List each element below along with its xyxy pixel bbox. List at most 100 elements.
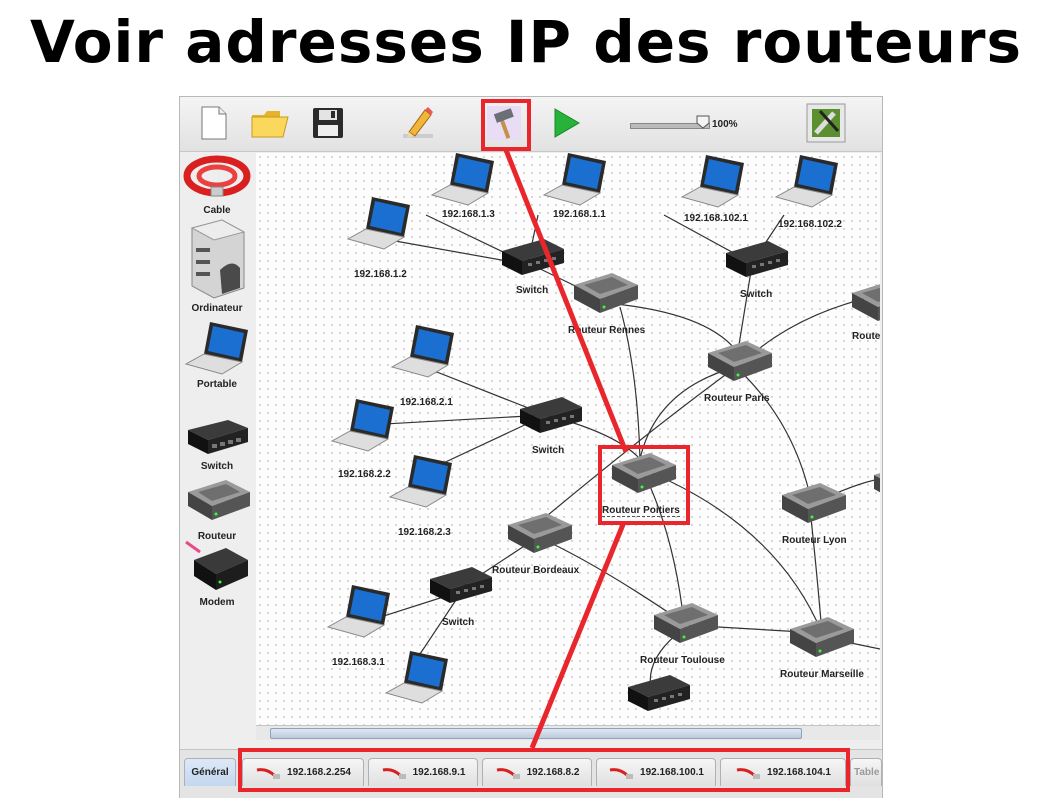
laptop-icon[interactable] (389, 454, 453, 508)
tab-interface[interactable]: 192.168.2.254 (242, 758, 364, 786)
palette-item-switch[interactable]: Switch (180, 414, 254, 472)
palette-label: Portable (196, 379, 237, 390)
network-simulator-window: 100% Cable Ordinateur Portable Switch Ro… (179, 96, 883, 798)
cable-icon (183, 155, 251, 197)
laptop-icon[interactable] (543, 153, 607, 206)
tab-interface[interactable]: 192.168.104.1 (720, 758, 846, 786)
palette-item-computer[interactable]: Ordinateur (180, 218, 254, 314)
router-icon[interactable] (852, 281, 880, 321)
switch-icon[interactable] (502, 239, 564, 275)
save-button[interactable] (308, 103, 348, 143)
laptop-icon[interactable] (331, 398, 395, 452)
router-icon[interactable] (654, 603, 718, 643)
palette-label: Modem (199, 597, 235, 608)
tab-label: 192.168.9.1 (412, 767, 466, 778)
laptop-ip-label: 192.168.2.3 (398, 527, 451, 538)
modem-icon (185, 540, 248, 590)
switch-icon[interactable] (430, 567, 492, 603)
zoom-level: 100% (712, 119, 738, 130)
router-icon[interactable] (874, 463, 880, 503)
switch-icon[interactable] (520, 397, 582, 433)
pencil-icon (403, 107, 433, 138)
cable-icon (382, 767, 406, 779)
cable-icon (256, 767, 281, 779)
properties-tabs: Général 192.168.2.254 192.168.9.1 192.16… (180, 748, 882, 798)
run-simulation-button[interactable] (546, 103, 586, 143)
wrench-screwdriver-icon (806, 103, 846, 143)
laptop-ip-label: 192.168.2.1 (400, 397, 453, 408)
palette-label: Switch (200, 461, 234, 472)
laptop-icon[interactable] (385, 650, 449, 704)
switch-label: Switch (442, 617, 475, 628)
palette-item-modem[interactable]: Modem (180, 538, 254, 608)
tab-interface[interactable]: 192.168.8.2 (482, 758, 592, 786)
hammer-icon (487, 106, 521, 140)
router-label: Routeur Paris (704, 393, 770, 404)
router-label: Route (852, 331, 880, 342)
router-label: Routeur Poitiers (602, 505, 680, 517)
open-folder-button[interactable] (250, 103, 290, 143)
palette-label: Routeur (197, 531, 237, 542)
tab-interface[interactable]: 192.168.100.1 (596, 758, 716, 786)
network-devices (327, 153, 880, 711)
tab-label: 192.168.2.254 (287, 767, 351, 778)
tab-interface[interactable]: 192.168.9.1 (368, 758, 478, 786)
router-icon[interactable] (782, 483, 846, 523)
tab-label: Table (854, 767, 880, 778)
tab-label: 192.168.8.2 (526, 767, 580, 778)
laptop-icon[interactable] (327, 584, 391, 638)
switch-icon[interactable] (726, 241, 788, 277)
switch-label: Switch (532, 445, 565, 456)
switch-label: Switch (516, 285, 549, 296)
router-label: Routeur Lyon (782, 535, 847, 546)
router-icon[interactable] (708, 341, 772, 381)
laptop-ip-label: 192.168.3.1 (332, 657, 385, 668)
router-icon[interactable] (790, 617, 854, 657)
tab-table[interactable]: Table (850, 758, 882, 786)
laptop-ip-label: 192.168.1.1 (553, 209, 606, 220)
edit-button[interactable] (398, 103, 438, 143)
scrollbar-thumb[interactable] (270, 728, 802, 739)
laptop-ip-label: 192.168.1.2 (354, 269, 407, 280)
horizontal-scrollbar[interactable] (256, 725, 880, 740)
palette-label: Ordinateur (191, 303, 243, 314)
cable-icon (736, 767, 761, 779)
laptop-icon[interactable] (431, 153, 495, 206)
palette-item-laptop[interactable]: Portable (180, 318, 254, 390)
router-icon[interactable] (574, 273, 638, 313)
folder-icon (251, 111, 289, 138)
router-label: Routeur Rennes (568, 325, 646, 336)
selected-router-highlight (598, 445, 690, 525)
tab-label: 192.168.100.1 (640, 767, 704, 778)
tab-label: 192.168.104.1 (767, 767, 831, 778)
build-mode-button[interactable] (484, 103, 524, 143)
network-canvas[interactable]: 192.168.1.3 192.168.1.1 192.168.102.1 19… (256, 153, 880, 725)
laptop-ip-label: 192.168.102.2 (778, 219, 842, 230)
component-palette: Cable Ordinateur Portable Switch Routeur… (180, 152, 254, 722)
router-label: Routeur Marseille (780, 669, 864, 680)
laptop-icon[interactable] (775, 154, 839, 208)
router-icon[interactable] (508, 513, 572, 553)
switch-icon (188, 420, 248, 454)
palette-item-router[interactable]: Routeur (180, 474, 254, 542)
switch-icon[interactable] (628, 675, 690, 711)
desktop-computer-icon (190, 219, 246, 299)
laptop-icon (184, 322, 248, 375)
switch-label: Switch (740, 289, 773, 300)
play-icon (554, 108, 580, 138)
laptop-icon[interactable] (347, 196, 411, 250)
new-file-button[interactable] (194, 103, 234, 143)
tab-general[interactable]: Général (184, 758, 236, 786)
cable-icon (609, 767, 634, 779)
palette-item-cable[interactable]: Cable (180, 154, 254, 216)
laptop-icon[interactable] (681, 154, 745, 208)
new-file-icon (201, 106, 227, 140)
ip-tabs-highlight (238, 748, 850, 792)
floppy-disk-icon (313, 108, 343, 138)
router-label: Routeur Toulouse (640, 655, 725, 666)
palette-label: Cable (203, 205, 231, 216)
zoom-slider[interactable] (630, 123, 710, 129)
tools-button[interactable] (806, 103, 846, 143)
zoom-slider-thumb[interactable] (696, 115, 710, 129)
laptop-icon[interactable] (391, 324, 455, 378)
